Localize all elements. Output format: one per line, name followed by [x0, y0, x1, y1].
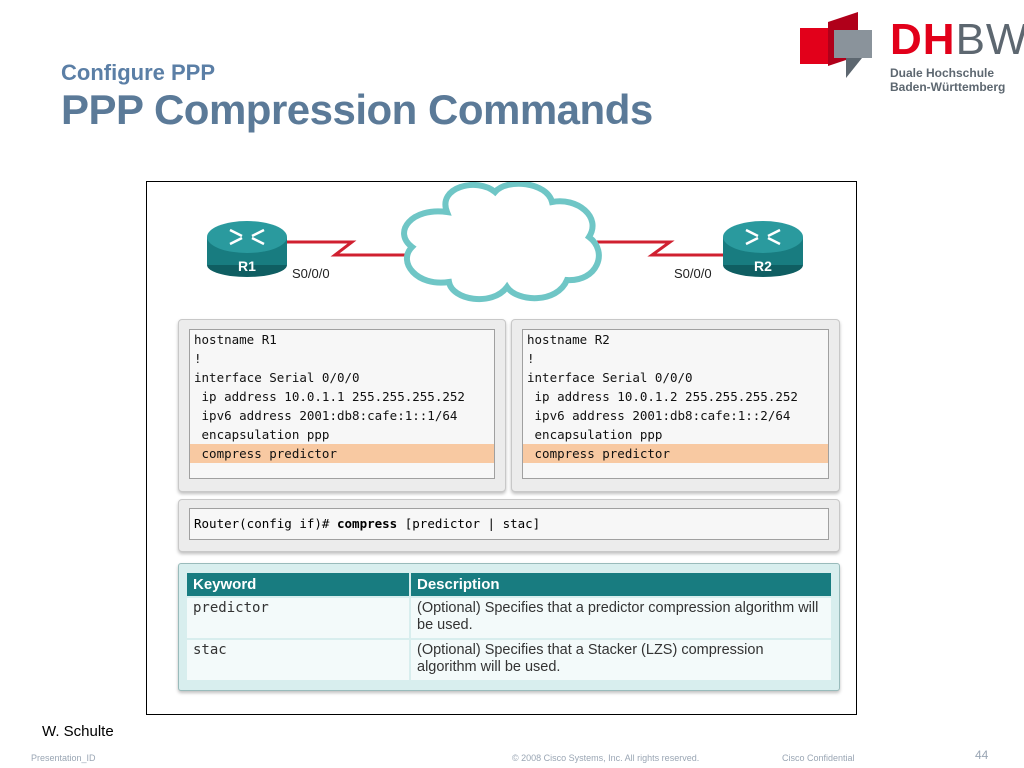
r2-config-panel: hostname R2! interface Serial 0/0/0 ip ad…	[511, 319, 840, 492]
config-line: ip address 10.0.1.1 255.255.255.252	[194, 389, 465, 404]
command-syntax: Router(config if)# compress [predictor |…	[189, 508, 829, 540]
logo-line1: Duale Hochschule	[890, 66, 995, 80]
config-line-highlighted: compress predictor	[523, 444, 828, 463]
command-suffix: [predictor | stac]	[397, 516, 541, 531]
table-cell-description: (Optional) Specifies that a Stacker (LZS…	[411, 640, 831, 680]
r1-interface-label: S0/0/0	[292, 266, 330, 281]
author: W. Schulte	[42, 723, 114, 740]
command-keyword: compress	[337, 516, 398, 531]
copyright: © 2008 Cisco Systems, Inc. All rights re…	[512, 753, 700, 763]
table-cell-description: (Optional) Specifies that a predictor co…	[411, 598, 831, 638]
table-row: predictor (Optional) Specifies that a pr…	[187, 598, 831, 638]
router-r2-label: R2	[754, 258, 772, 274]
router-r1-label: R1	[238, 258, 256, 274]
logo-line2: Baden-Württemberg	[890, 80, 1006, 94]
dhbw-logo-text: DHBW Duale Hochschule Baden-Württemberg	[890, 15, 1024, 95]
config-line: ip address 10.0.1.2 255.255.255.252	[527, 389, 798, 404]
command-prefix: Router(config if)#	[194, 516, 337, 531]
config-line: ipv6 address 2001:db8:cafe:1::1/64	[194, 408, 458, 423]
table-cell-keyword: stac	[187, 640, 409, 680]
table-row: stac (Optional) Specifies that a Stacker…	[187, 640, 831, 680]
config-line: !	[527, 351, 535, 366]
keyword-table-panel: Keyword Description predictor (Optional)…	[178, 563, 840, 691]
figure-frame: R1 S0/0/0 R2 S0/0/0 hostname R1! interfac…	[146, 181, 857, 715]
config-line: interface Serial 0/0/0	[527, 370, 693, 385]
router-r1-icon	[207, 221, 287, 277]
r2-interface-label: S0/0/0	[674, 266, 712, 281]
page-number: 44	[975, 748, 989, 762]
table-cell-keyword: predictor	[187, 598, 409, 638]
network-topology: R1 S0/0/0 R2 S0/0/0	[207, 182, 803, 303]
wan-cloud-icon	[401, 182, 602, 303]
logo-bw: BW	[955, 15, 1024, 64]
table-header-keyword: Keyword	[187, 573, 409, 596]
presentation-id: Presentation_ID	[31, 753, 96, 763]
config-line: hostname R1	[194, 332, 277, 347]
config-line: !	[194, 351, 202, 366]
config-line: interface Serial 0/0/0	[194, 370, 360, 385]
keyword-table: Keyword Description predictor (Optional)…	[185, 571, 833, 682]
logo-dh: DH	[890, 15, 956, 64]
serial-link-right	[597, 240, 727, 257]
r2-config-text: hostname R2! interface Serial 0/0/0 ip ad…	[522, 329, 829, 479]
dhbw-logo	[796, 8, 1016, 98]
r1-config-text: hostname R1! interface Serial 0/0/0 ip ad…	[189, 329, 495, 479]
serial-link-left	[282, 240, 409, 257]
config-line: encapsulation ppp	[194, 427, 330, 442]
command-syntax-panel: Router(config if)# compress [predictor |…	[178, 499, 840, 552]
config-line-highlighted: compress predictor	[190, 444, 494, 463]
slide-title: PPP Compression Commands	[61, 86, 653, 133]
config-line: hostname R2	[527, 332, 610, 347]
slide-subtitle: Configure PPP	[61, 60, 216, 85]
confidential-label: Cisco Confidential	[782, 753, 855, 763]
r1-config-panel: hostname R1! interface Serial 0/0/0 ip ad…	[178, 319, 506, 492]
router-r2-icon	[723, 221, 803, 277]
table-header-description: Description	[411, 573, 831, 596]
config-line: encapsulation ppp	[527, 427, 663, 442]
config-line: ipv6 address 2001:db8:cafe:1::2/64	[527, 408, 791, 423]
dhbw-logo-mark-icon	[800, 12, 872, 78]
